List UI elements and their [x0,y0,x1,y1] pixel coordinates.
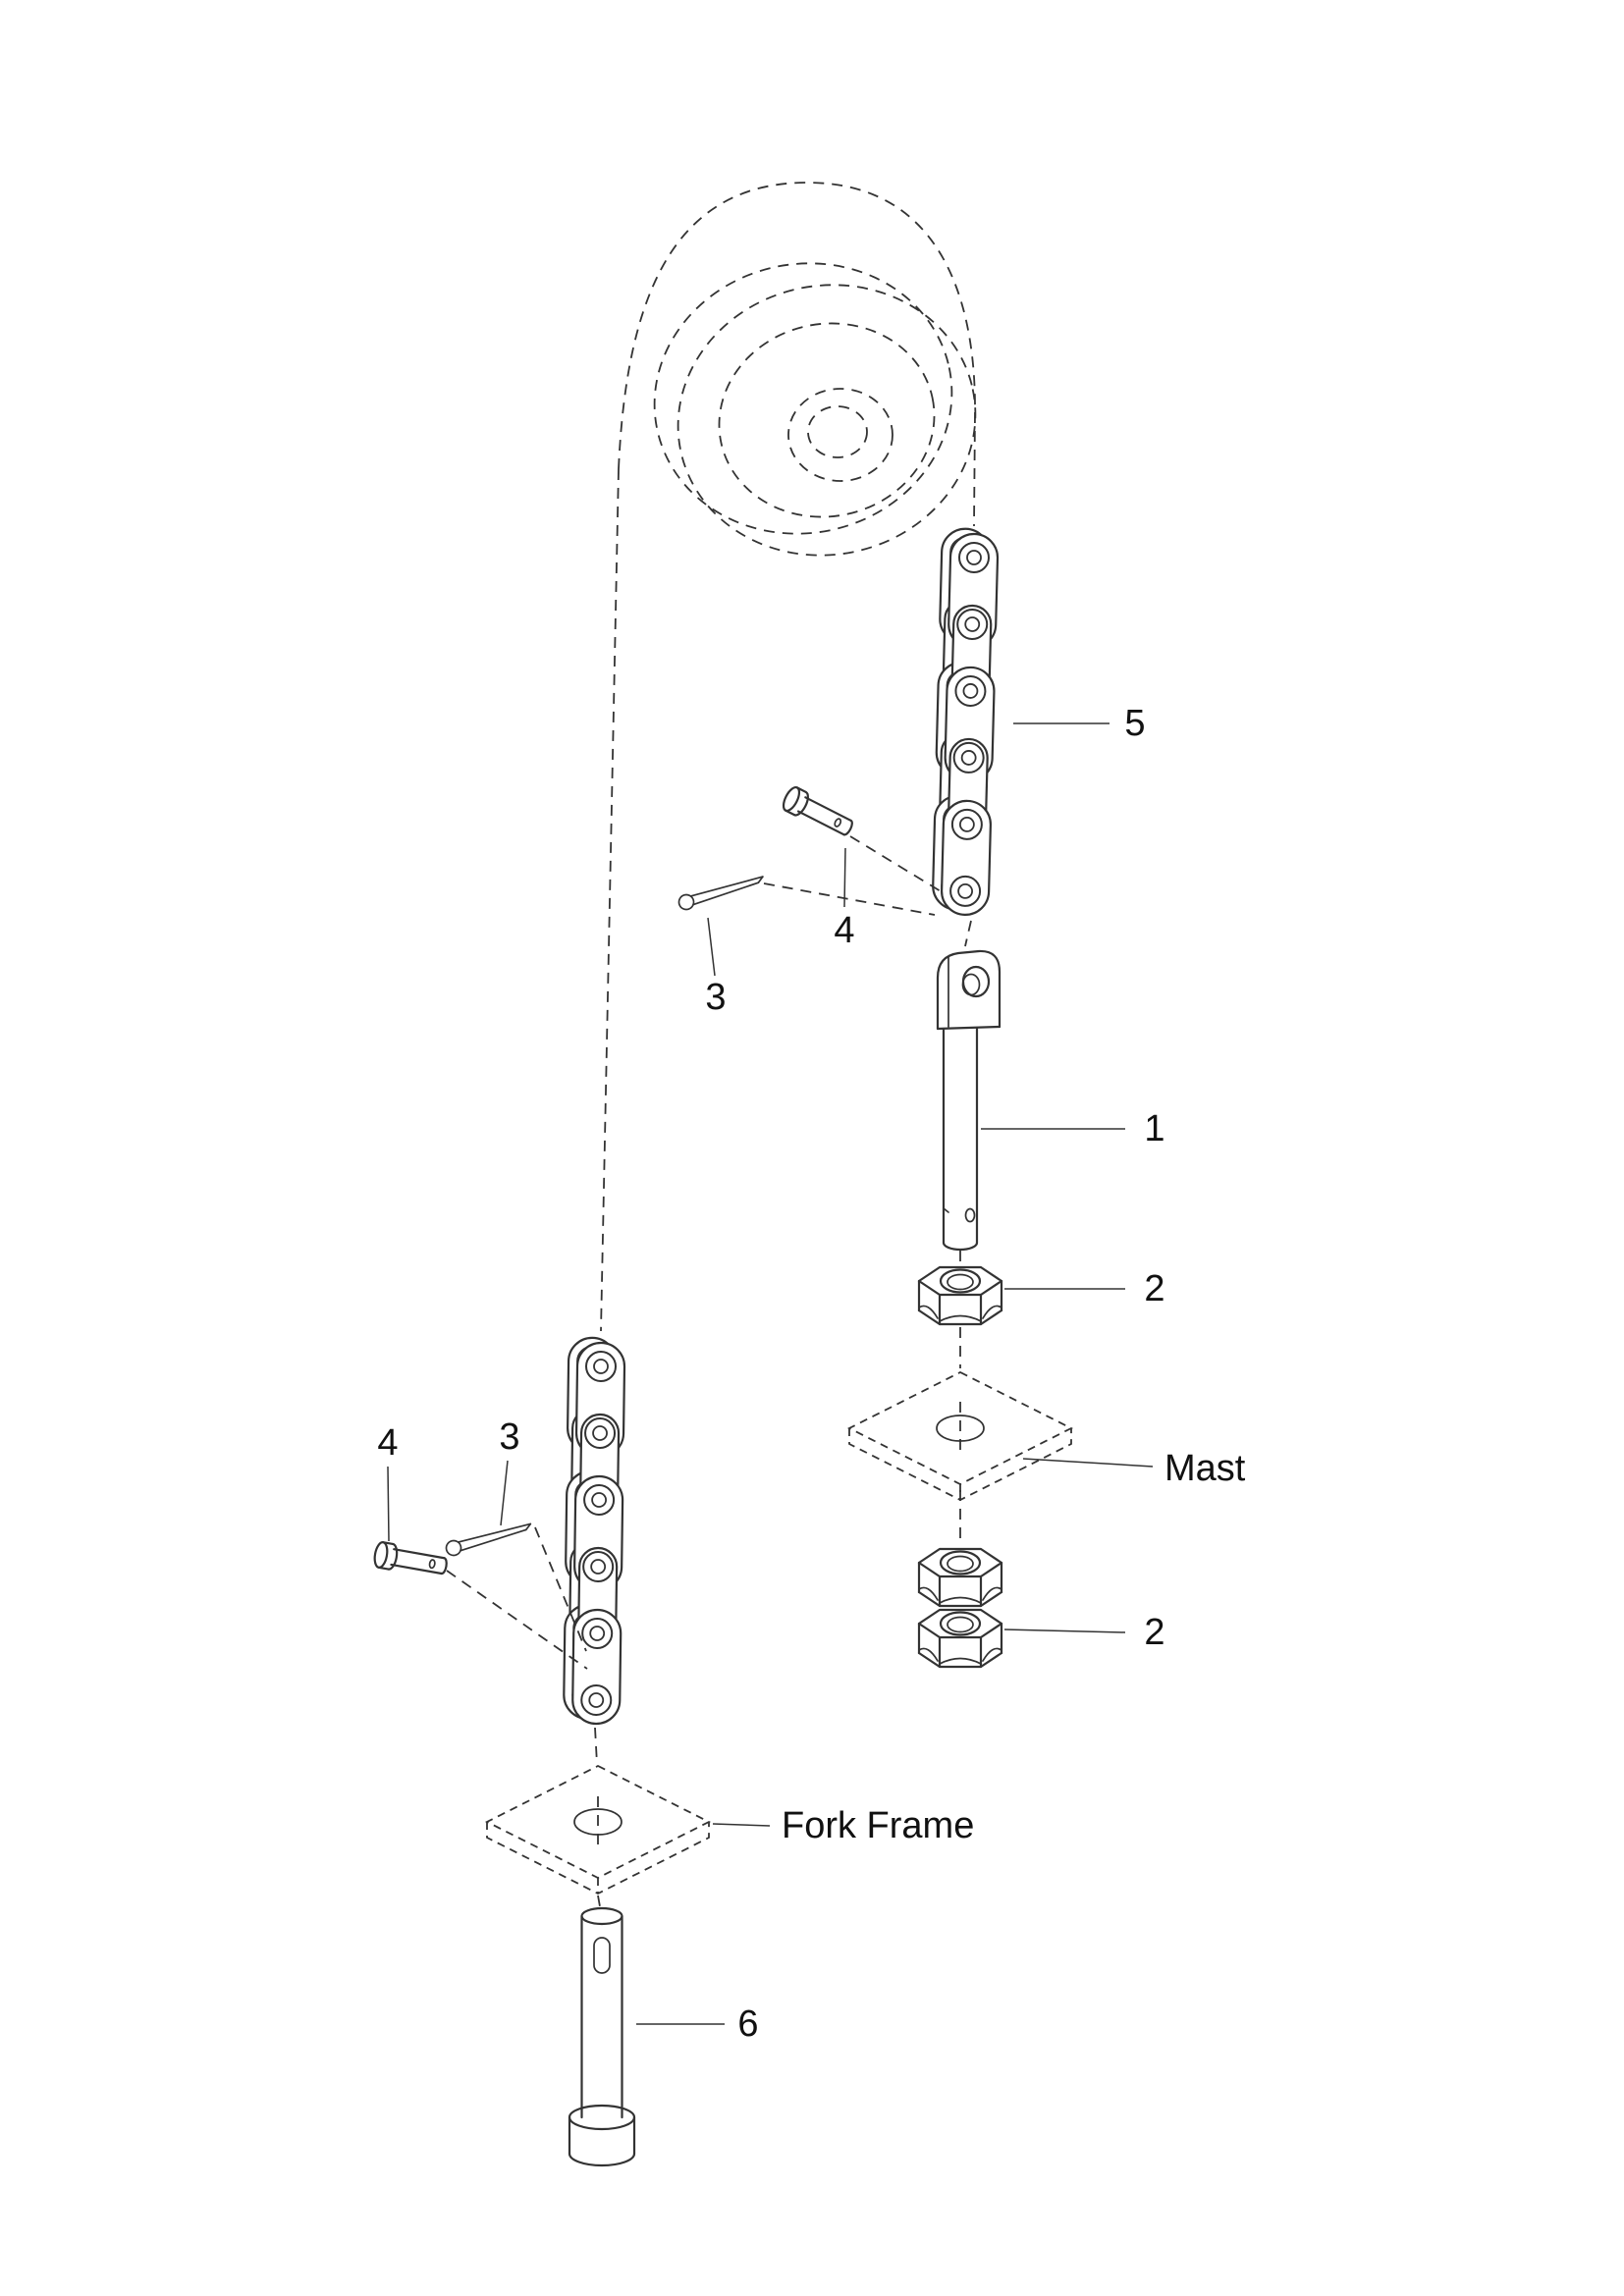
callout-forkframe-leader [712,1823,771,1827]
callout-4-upper-leader [843,847,846,908]
chain-lower [562,1336,626,1726]
anchor-bolt [936,949,1001,1252]
callout-3-lower-leader [500,1460,509,1526]
callout-3-upper-leader [707,917,716,977]
callout-3-upper-label: 3 [705,977,726,1018]
anchor-pin [568,1906,636,2167]
callout-4-lower-leader [387,1466,390,1542]
callout-6-label: 6 [737,2003,758,2045]
mast-label: Mast [1164,1448,1246,1489]
chain-upper [931,527,1000,917]
callout-2-lower-leader [1003,1629,1126,1633]
callout-4-upper-label: 4 [834,910,854,951]
mast-plate [848,1371,1072,1501]
callout-leaders [387,722,1154,2025]
fork-frame-plate [486,1765,710,1895]
chain-loop-path [600,182,976,1332]
callout-mast-leader [1022,1458,1154,1468]
cotter-pin-upper [676,871,767,913]
hex-nut-upper [917,1265,1003,1326]
clevis-pin-lower [371,1540,450,1580]
cotter-pin-lower [443,1518,534,1559]
callout-2-lower-label: 2 [1144,1612,1164,1653]
callout-3-lower-label: 3 [499,1416,519,1458]
fork-frame-label: Fork Frame [782,1805,974,1846]
sheave-pulley [653,262,977,557]
callout-labels: 5 4 3 1 2 Mast 2 4 3 Fork Frame 6 [377,703,1245,2045]
clevis-pin-upper [779,783,858,842]
hex-nut-stack-bottom [917,1608,1003,1669]
hex-nut-stack-top [917,1547,1003,1608]
callout-5-label: 5 [1124,703,1145,744]
callout-4-lower-label: 4 [377,1422,398,1464]
callout-2-upper-label: 2 [1144,1268,1164,1309]
callout-1-label: 1 [1144,1108,1164,1149]
